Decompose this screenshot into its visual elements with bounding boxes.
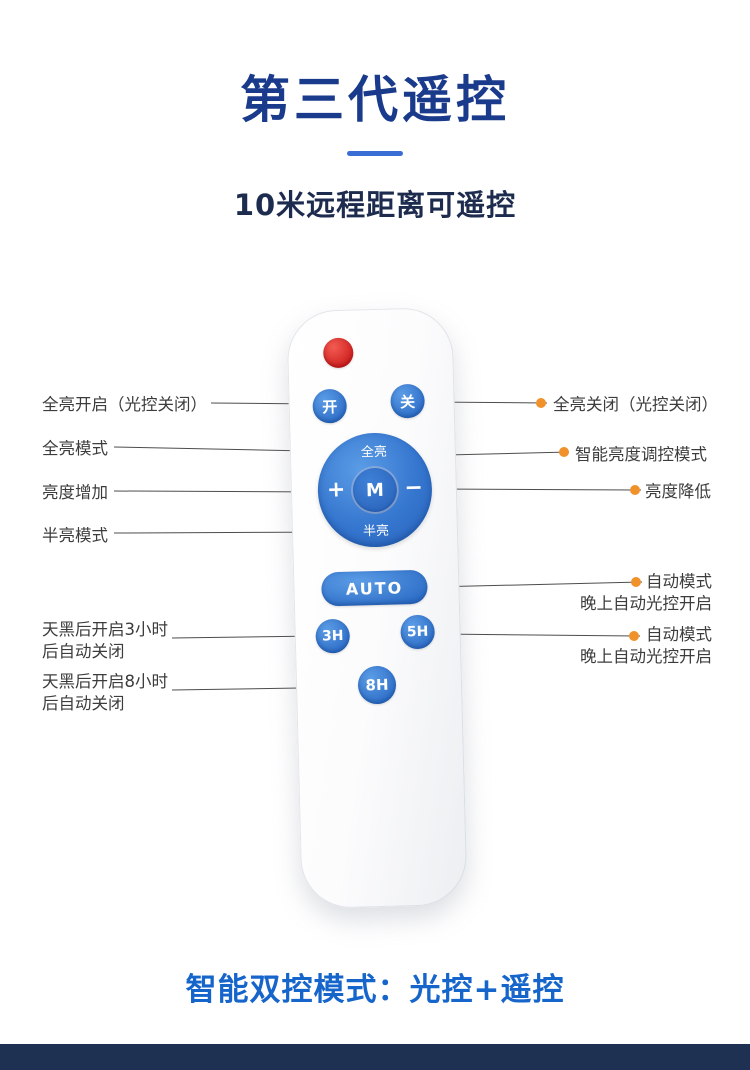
brightness-down-button[interactable]: −: [404, 475, 424, 501]
full-bright-button[interactable]: 全亮: [360, 444, 388, 461]
auto-button[interactable]: AUTO: [321, 569, 428, 607]
timer-3h-button[interactable]: 3H: [315, 618, 351, 654]
marker-dot: [536, 398, 546, 408]
title-divider: [347, 151, 403, 156]
annotation-full-off: 全亮关闭（光控关闭）: [553, 395, 718, 414]
power-off-button[interactable]: 关: [390, 383, 426, 419]
annotation-full-mode: 全亮模式: [42, 439, 108, 458]
subtitle: 10米远程距离可遥控: [233, 188, 517, 222]
annotation-line: 后自动关闭: [42, 694, 125, 713]
led-indicator: [322, 337, 354, 369]
annotation-smart-dimming: 智能亮度调控模式: [575, 445, 707, 464]
marker-dot: [630, 485, 640, 495]
annotation-auto-mode-2: 自动模式 晚上自动光控开启: [580, 624, 712, 668]
annotation-line: 天黑后开启3小时: [42, 620, 168, 639]
annotation-line: 后自动关闭: [42, 642, 125, 661]
brightness-up-button[interactable]: +: [326, 477, 346, 503]
bottom-caption: 智能双控模式：光控+遥控: [185, 972, 565, 1008]
mode-pad: 全亮 + − 半亮 M: [316, 431, 434, 549]
annotation-timer-8h: 天黑后开启8小时 后自动关闭: [42, 671, 168, 715]
page-title: 第三代遥控: [240, 71, 510, 129]
annotation-line: 晚上自动光控开启: [580, 647, 712, 666]
timer-8h-button[interactable]: 8H: [357, 665, 397, 705]
timer-5h-button[interactable]: 5H: [400, 614, 436, 650]
annotation-timer-3h: 天黑后开启3小时 后自动关闭: [42, 619, 168, 663]
annotation-line: 晚上自动光控开启: [580, 594, 712, 613]
remote-body: 开 关 全亮 + − 半亮 M AUTO 3H 5H 8H: [286, 306, 468, 910]
annotation-line: 自动模式: [646, 572, 712, 591]
annotation-brightness-down: 亮度降低: [645, 482, 711, 501]
footer-bar: [0, 1044, 750, 1070]
annotation-line: 自动模式: [646, 625, 712, 644]
power-on-button[interactable]: 开: [312, 388, 348, 424]
annotation-auto-mode-1: 自动模式 晚上自动光控开启: [580, 571, 712, 615]
mode-button[interactable]: M: [350, 465, 400, 515]
annotation-full-on: 全亮开启（光控关闭）: [42, 395, 207, 414]
marker-dot: [559, 447, 569, 457]
half-bright-button[interactable]: 半亮: [362, 523, 390, 540]
annotation-half-mode: 半亮模式: [42, 526, 108, 545]
annotation-brightness-up: 亮度增加: [42, 483, 108, 502]
annotation-line: 天黑后开启8小时: [42, 672, 168, 691]
